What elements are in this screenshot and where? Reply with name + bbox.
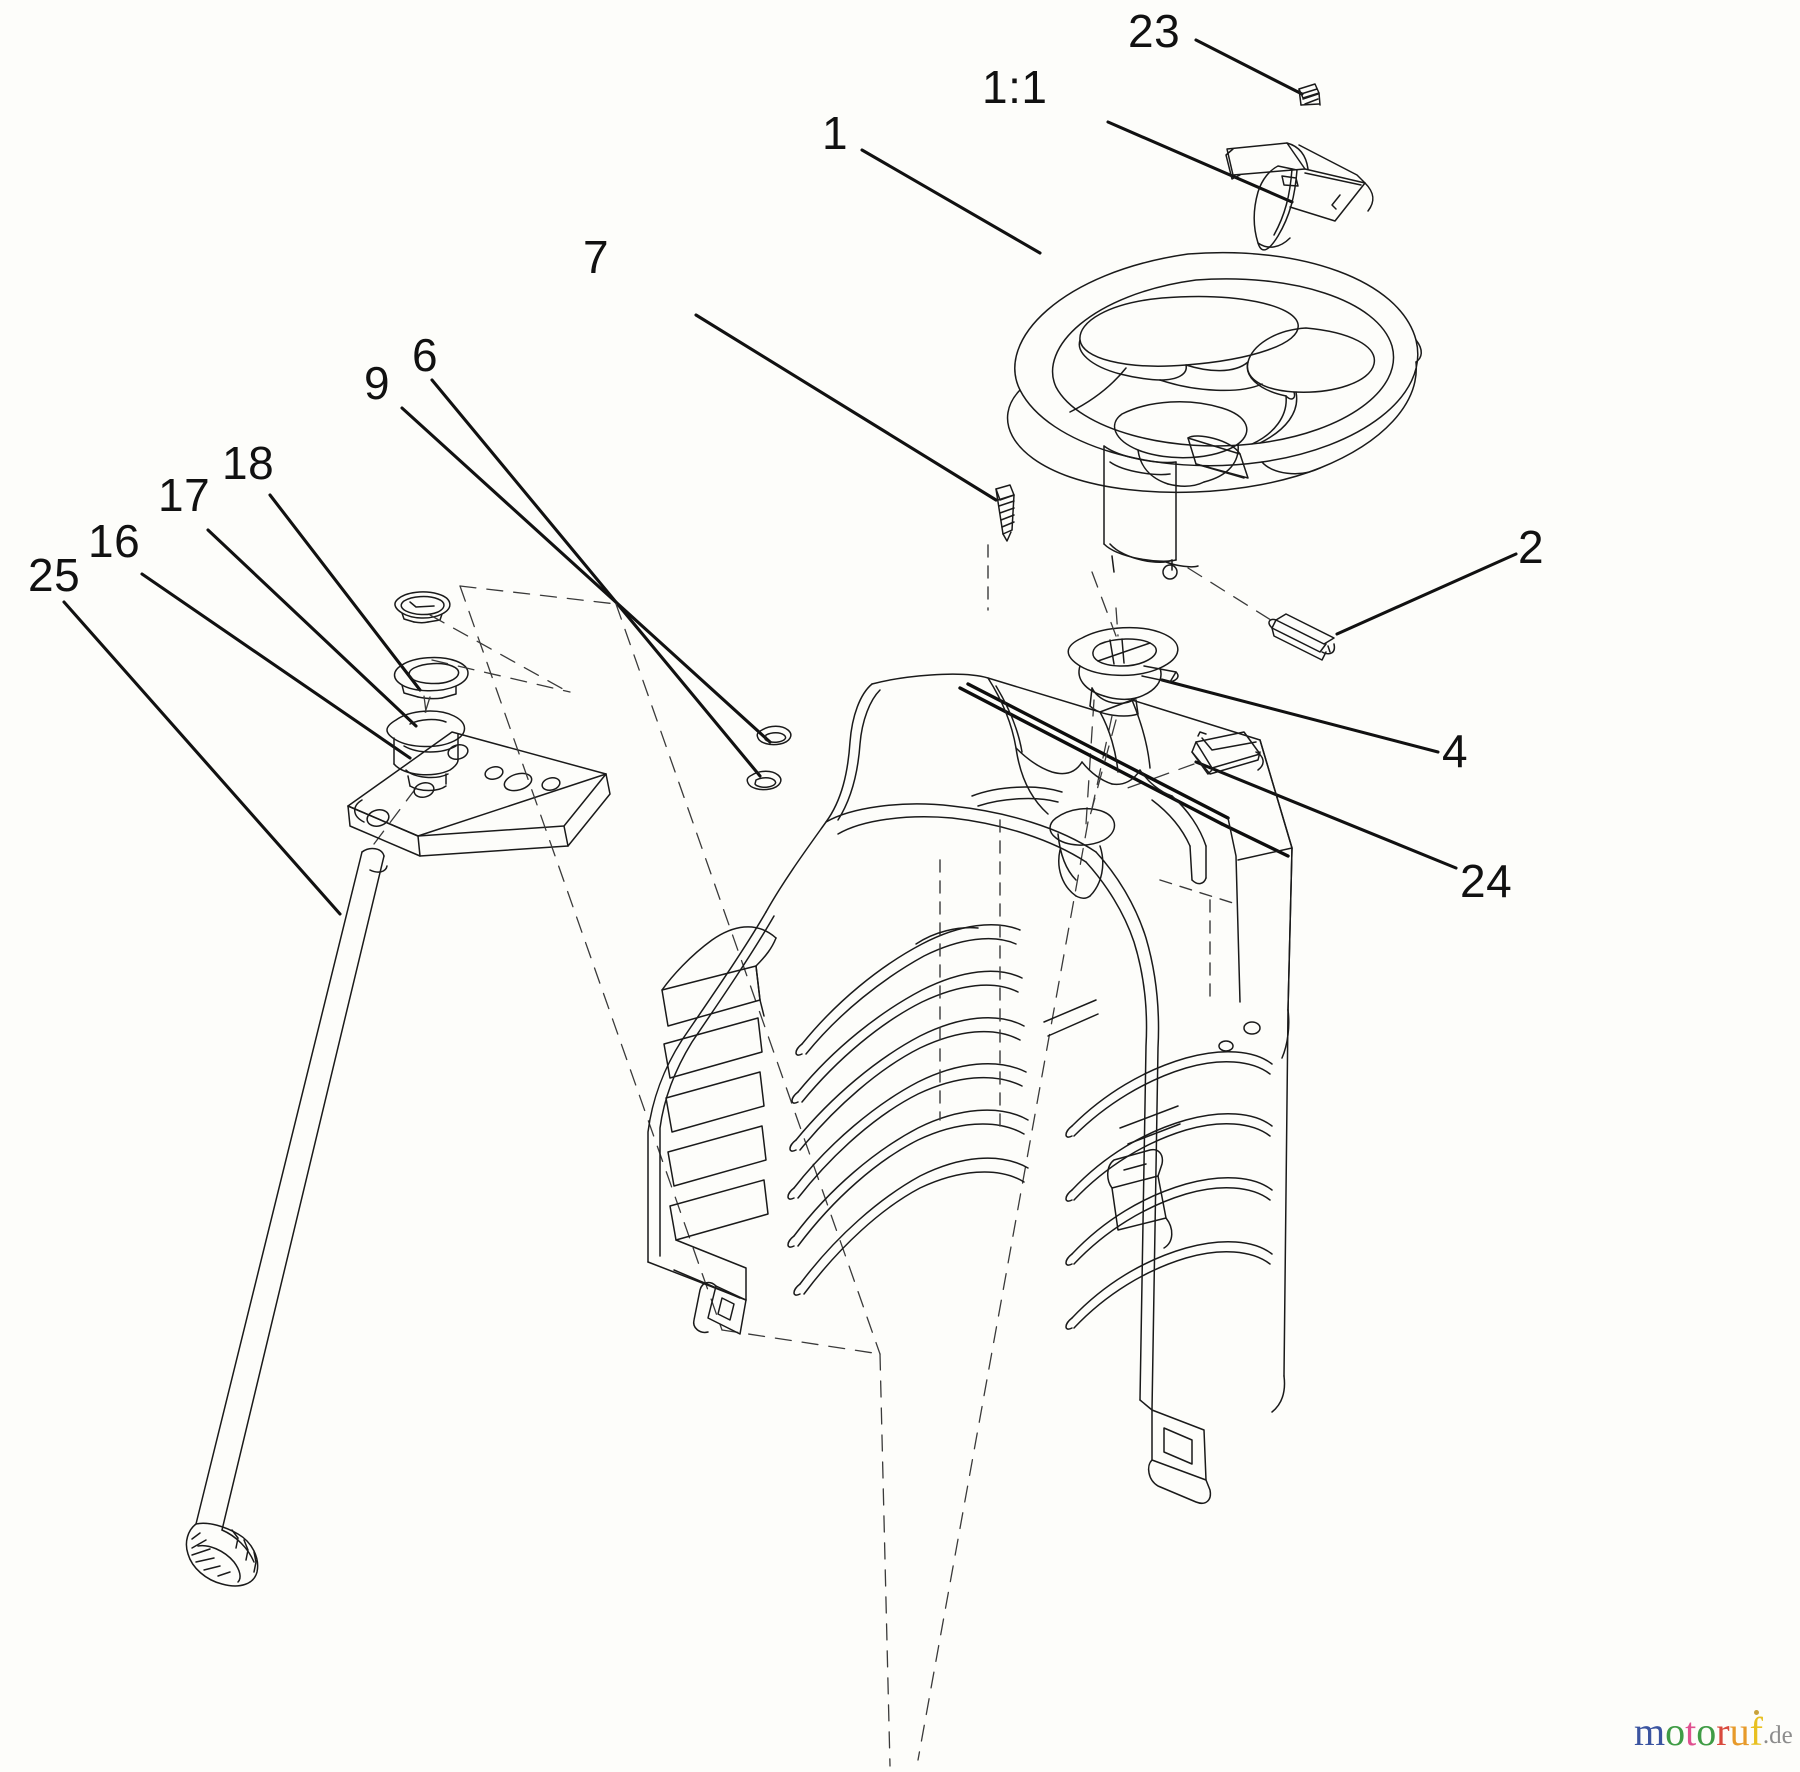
watermark-letter-f: f <box>1749 1709 1763 1754</box>
part-cover-screw <box>1298 83 1321 106</box>
part-upper-screw <box>987 484 1015 611</box>
callout-9: 9 <box>364 357 391 409</box>
callout-18: 18 <box>222 437 275 489</box>
callout-23: 23 <box>1128 5 1181 57</box>
callout-17: 17 <box>158 469 211 521</box>
watermark-letter-o1: o <box>1665 1709 1686 1754</box>
part-retaining-ring <box>394 591 571 694</box>
watermark-letter-o2: o <box>1696 1709 1717 1754</box>
part-flange-bushing <box>1067 607 1179 819</box>
centerline <box>1089 571 1117 817</box>
part-center-cover <box>1225 142 1374 251</box>
motoruf-watermark: motoruf.de <box>1634 1709 1793 1754</box>
phantom-section-lines <box>459 585 1095 1767</box>
callout-16: 16 <box>88 515 141 567</box>
leader-lines <box>62 38 1518 916</box>
part-roll-pin <box>1187 567 1336 661</box>
watermark-tld: .de <box>1762 1722 1793 1749</box>
watermark-letter-u: u <box>1729 1709 1750 1754</box>
callout-1-1: 1:1 <box>982 61 1048 113</box>
callout-2: 2 <box>1518 521 1545 573</box>
part-clip <box>1121 731 1264 791</box>
watermark-dot <box>1753 1710 1759 1715</box>
callout-7: 7 <box>583 231 610 283</box>
callout-25: 25 <box>28 549 81 601</box>
part-washer-17 <box>393 656 571 717</box>
watermark-letter-t: t <box>1685 1709 1697 1754</box>
watermark-letter-m: m <box>1634 1709 1666 1754</box>
part-mounting-plate <box>347 731 611 857</box>
callout-6: 6 <box>412 329 439 381</box>
watermark-letter-r: r <box>1716 1709 1730 1754</box>
part-steering-wheel <box>1006 251 1422 580</box>
part-bushing-16 <box>367 695 466 853</box>
part-washer-6 <box>746 770 782 791</box>
callout-24: 24 <box>1460 855 1513 907</box>
callout-4: 4 <box>1442 725 1469 777</box>
part-dash-tower <box>647 673 1293 1504</box>
callout-1: 1 <box>822 107 849 159</box>
part-steering-shaft <box>185 847 388 1587</box>
part-washer-9 <box>756 725 792 746</box>
